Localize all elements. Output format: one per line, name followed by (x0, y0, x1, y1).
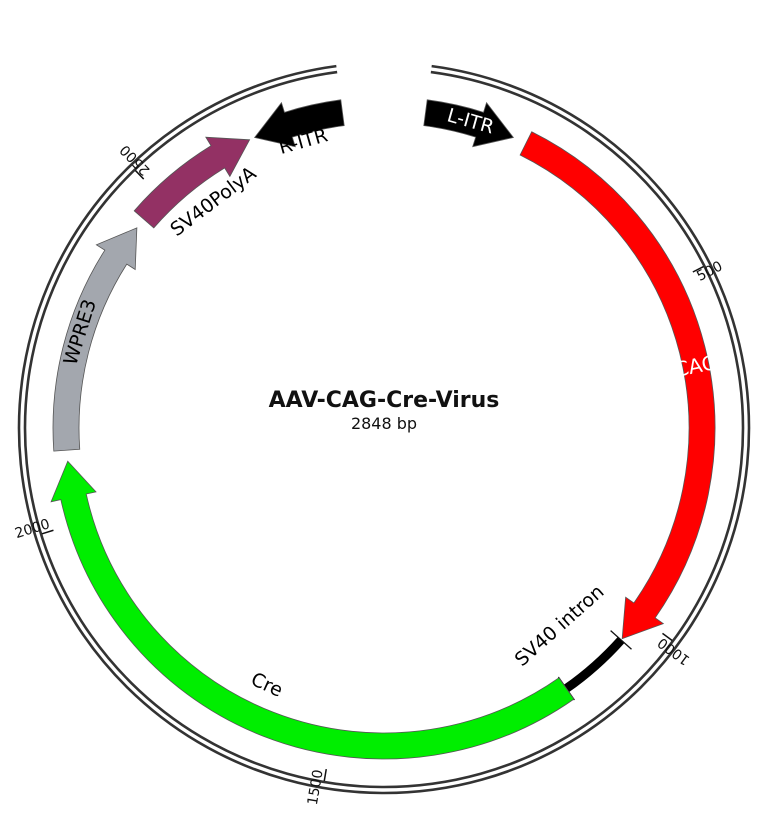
feature-cag[interactable] (519, 131, 716, 640)
feature-sv40polya[interactable] (133, 136, 251, 229)
plasmid-size: 2848 bp (350, 414, 418, 433)
feature-label: CAG (673, 350, 720, 382)
feature-label: SV40 intron (511, 581, 609, 671)
feature-wpre3[interactable] (52, 227, 138, 452)
backbone-line (23, 70, 745, 789)
plasmid-name: AAV-CAG-Cre-Virus (268, 388, 500, 413)
plasmid-backbone (17, 64, 751, 795)
feature-r-itr[interactable] (253, 99, 345, 148)
feature-label: Cre (248, 668, 287, 701)
tick-mark (323, 769, 327, 782)
tick-label: 500 (694, 258, 725, 284)
feature-cre[interactable] (50, 460, 575, 760)
tick-mark (692, 265, 704, 273)
tick-mark (134, 169, 145, 180)
feature-sv40-intron[interactable] (557, 630, 632, 701)
backbone-line (17, 64, 751, 795)
tick-label: 1500 (305, 768, 327, 806)
tick-mark (662, 632, 673, 642)
features-layer (50, 99, 716, 760)
feature-l-itr[interactable] (423, 99, 515, 148)
tick-mark (41, 529, 54, 535)
tick-label: 2000 (13, 516, 52, 542)
